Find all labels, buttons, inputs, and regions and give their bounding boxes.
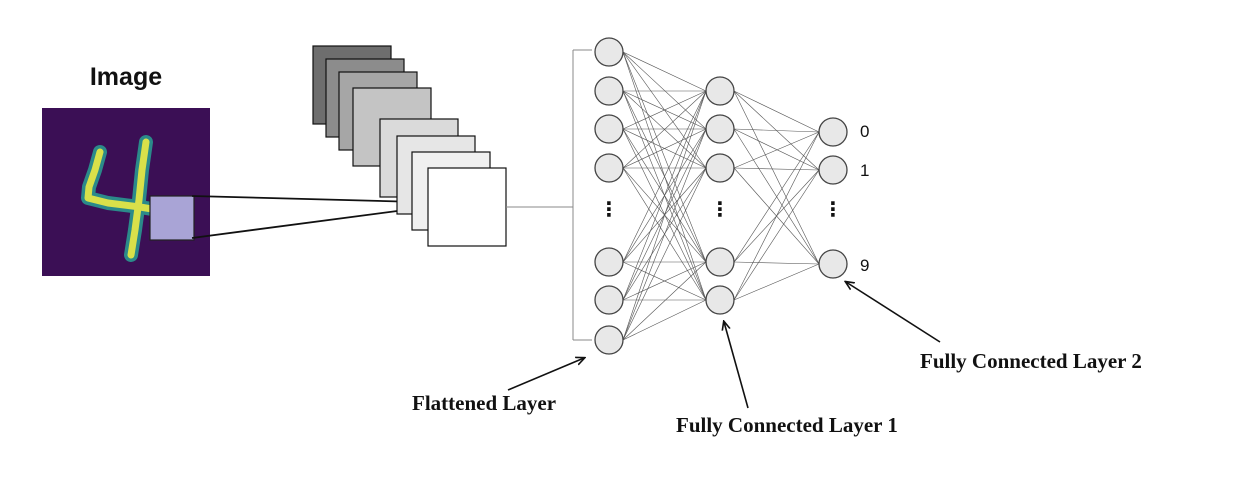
fc2-neuron (818, 155, 848, 185)
connection-fc1-to-fc2 (733, 131, 820, 169)
fc2-neuron (818, 117, 848, 147)
connection-flattened-to-fc1 (622, 167, 707, 341)
fc2-arrow (846, 282, 941, 343)
connection-flattened-to-fc1 (622, 90, 707, 169)
output-label-9: 9 (860, 256, 869, 275)
feature-map-stack (312, 45, 507, 247)
image-title: Image (90, 63, 162, 91)
fc1-arrow (724, 322, 749, 409)
connection-fc1-to-fc2 (733, 131, 820, 301)
connection-fc1-to-fc2 (733, 90, 820, 133)
fc2-label: Fully Connected Layer 2 (920, 349, 1142, 373)
flattened-neuron (594, 285, 624, 315)
flattened-neuron (594, 114, 624, 144)
connection-flattened-to-fc1 (622, 128, 707, 341)
connection-flattened-to-fc1 (622, 51, 707, 263)
connection-flattened-to-fc1 (622, 128, 707, 301)
connection-fc1-to-fc2 (733, 167, 820, 171)
fc2-neuron (818, 249, 848, 279)
connection-flattened-to-fc1 (622, 128, 707, 169)
fc1-layer-ellipsis: ⋮ (710, 197, 730, 221)
fc1-neuron (705, 247, 735, 277)
input-image (42, 108, 210, 276)
handwritten-digit (81, 135, 165, 262)
layer-connections (622, 51, 820, 341)
flattened-layer-label: Flattened Layer (412, 391, 556, 415)
connection-flattened-to-fc1 (622, 261, 707, 341)
fc1-neuron (705, 76, 735, 106)
connection-fc1-to-fc2 (733, 263, 820, 301)
neurons (594, 37, 848, 355)
output-label-0: 0 (860, 122, 869, 141)
connection-fc1-to-fc2 (733, 128, 820, 133)
flattened-neuron (594, 153, 624, 183)
connection-fc1-to-fc2 (733, 261, 820, 265)
flattened-layer-arrow (507, 358, 584, 391)
connection-fc1-to-fc2 (733, 90, 820, 265)
flattened-neuron (594, 37, 624, 67)
flattened-neuron (594, 325, 624, 355)
connection-flattened-to-fc1 (622, 299, 707, 341)
fc1-neuron (705, 114, 735, 144)
connection-fc1-to-fc2 (733, 131, 820, 263)
fc1-neuron (705, 153, 735, 183)
convolution-patch (149, 195, 195, 241)
flattened-neuron (594, 247, 624, 277)
connection-fc1-to-fc2 (733, 128, 820, 171)
connection-flattened-to-fc1 (622, 51, 707, 92)
connection-flattened-to-fc1 (622, 90, 707, 263)
connection-flattened-to-fc1 (622, 90, 707, 130)
connection-fc1-to-fc2 (733, 169, 820, 301)
flattened-layer-ellipsis: ⋮ (599, 197, 619, 221)
connection-flattened-to-fc1 (622, 261, 707, 301)
fc1-label: Fully Connected Layer 1 (676, 413, 898, 437)
connection-flattened-to-fc1 (622, 51, 707, 130)
flattened-neuron (594, 76, 624, 106)
feature-map-front (427, 167, 507, 247)
connection-flattened-to-fc1 (622, 90, 707, 301)
output-label-1: 1 (860, 161, 869, 180)
flatten-bracket (506, 49, 592, 341)
fc2-layer-ellipsis: ⋮ (823, 197, 843, 221)
connection-flattened-to-fc1 (622, 90, 707, 341)
fc1-neuron (705, 285, 735, 315)
